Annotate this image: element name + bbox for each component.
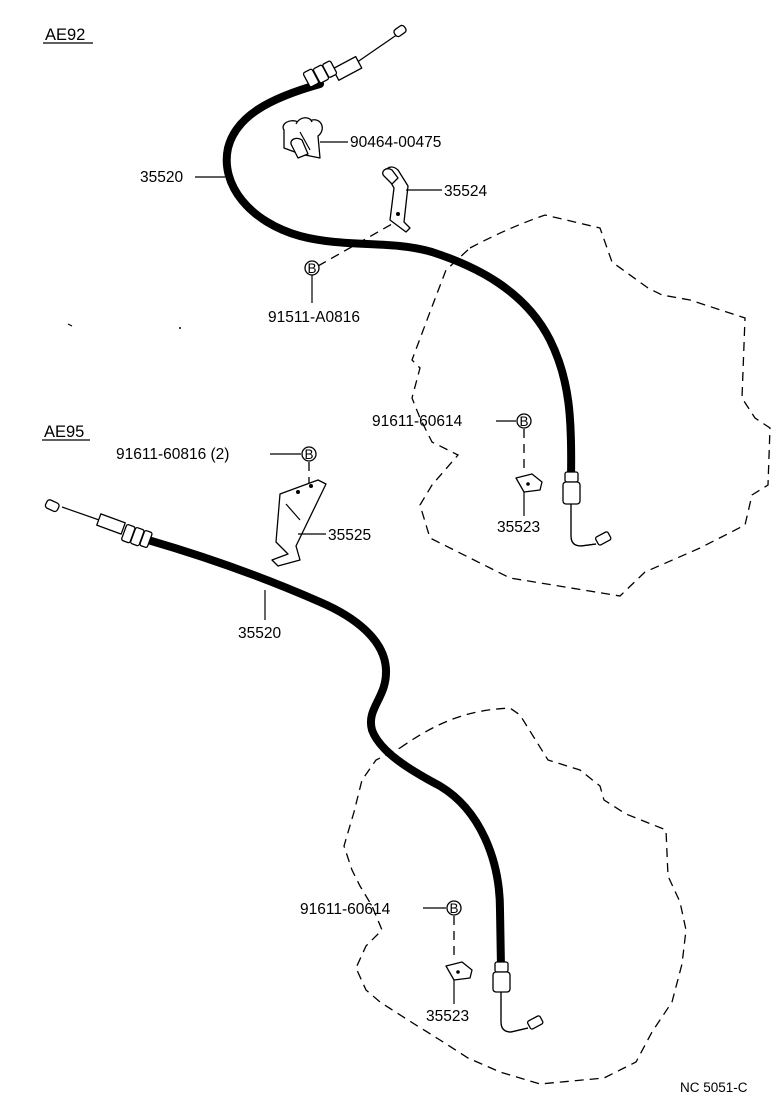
label-clamp-ae92: 90464-00475 xyxy=(350,134,441,151)
bolt-symbol-trans-ae95 xyxy=(446,900,462,916)
cable-ae92-inner xyxy=(224,81,574,481)
label-bolt-bracket-ae95: 91611-60816 (2) xyxy=(116,446,229,463)
transmission-outline-ae92 xyxy=(411,214,771,597)
clamp-ae92 xyxy=(282,117,323,159)
ae92-group: AE92 xyxy=(43,24,771,597)
cable-ae95-inner xyxy=(145,537,504,971)
label-retainer-ae92: 35523 xyxy=(497,519,540,536)
ae95-group: AE95 91611-60816 (2) B xyxy=(42,423,687,1085)
adjuster-ae95 xyxy=(96,513,153,548)
label-bolt-trans-ae92: 91611-60614 xyxy=(372,413,463,430)
bracket-ae95 xyxy=(271,479,327,567)
stray-dot-1 xyxy=(179,327,181,329)
bolt-symbol-bracket-ae95 xyxy=(301,446,317,462)
cable-end-eye-ae92 xyxy=(393,24,407,38)
label-bracket-ae92: 35524 xyxy=(444,183,487,200)
transmission-outline-ae95 xyxy=(343,707,687,1085)
cable-trans-end-ae92 xyxy=(562,471,612,547)
adjuster-ae92 xyxy=(302,55,363,88)
label-bracket-ae95: 35525 xyxy=(328,527,371,544)
cable-end-eye-ae95 xyxy=(44,499,60,513)
label-bolt-trans-ae95: 91611-60614 xyxy=(300,901,391,918)
label-cable-ae95: 35520 xyxy=(238,625,281,642)
bolt-symbol-text-trans-ae95: B xyxy=(449,901,458,916)
bolt-symbol-trans-ae92 xyxy=(516,413,532,429)
stray-mark-1 xyxy=(67,323,73,327)
bolt-symbol-text-trans-ae92: B xyxy=(519,414,528,429)
label-cable-ae92: 35520 xyxy=(140,169,183,186)
section-label-ae92: AE92 xyxy=(45,26,85,44)
label-retainer-ae95: 35523 xyxy=(426,1008,469,1025)
section-label-ae95: AE95 xyxy=(44,423,84,441)
cable-trans-end-ae95 xyxy=(492,961,544,1033)
bracket-ae92 xyxy=(382,166,411,233)
label-bolt-bracket-ae92: 91511-A0816 xyxy=(268,309,360,326)
bolt-symbol-text-bracket-ae95: B xyxy=(304,447,313,462)
diagram-code: NC 5051-C xyxy=(680,1080,748,1095)
bolt-symbol-text-bracket-ae92: B xyxy=(307,261,316,276)
